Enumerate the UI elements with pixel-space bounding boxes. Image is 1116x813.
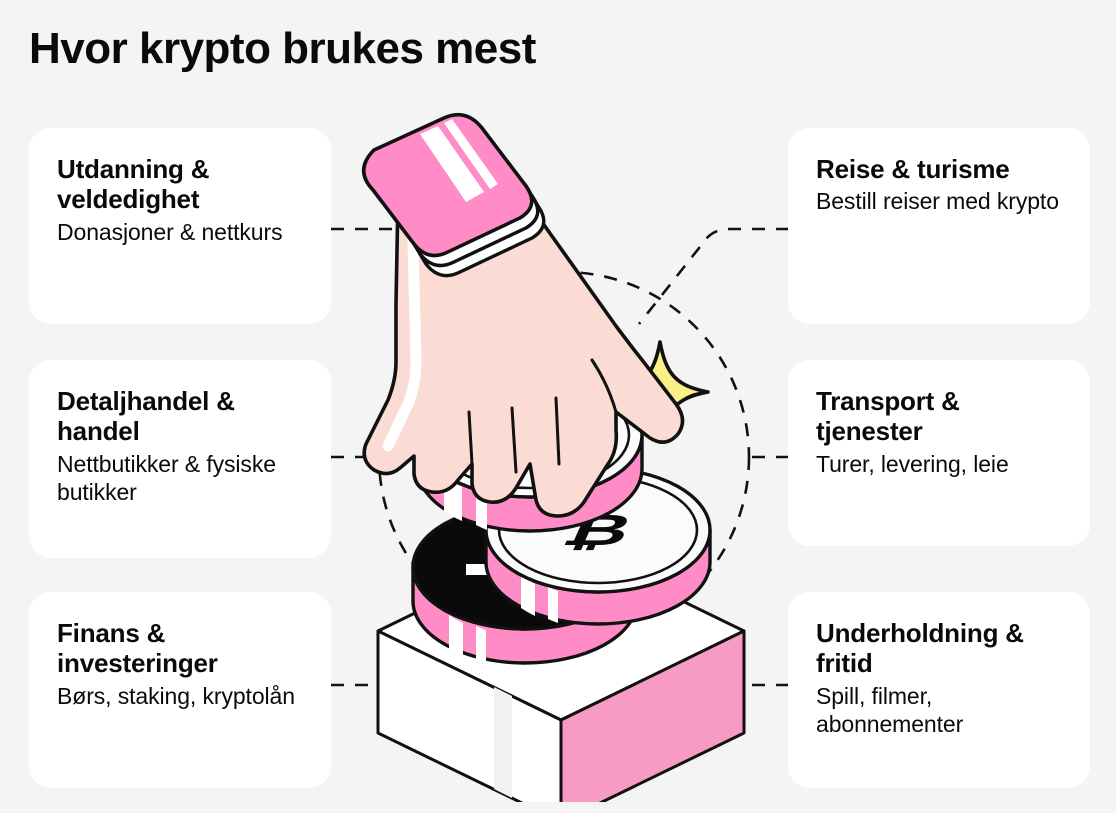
box-left-stripe <box>494 687 512 798</box>
finger-line-1 <box>467 410 474 466</box>
card-description: Bestill reiser med krypto <box>816 188 1059 215</box>
connector-top-right <box>637 227 789 325</box>
card-underholdning[interactable]: Underholdning & fritid Spill, filmer, ab… <box>788 592 1090 788</box>
sleeve-cuff <box>361 112 546 278</box>
card-title: Finans & investeringer <box>57 618 218 679</box>
knuckle-line <box>590 358 618 414</box>
card-utdanning[interactable]: Utdanning & veldedighet Donasjoner & net… <box>29 128 331 324</box>
card-description: Turer, levering, leie <box>816 450 1009 477</box>
crypto-illustration: ₿ <box>316 112 804 802</box>
card-description: Nettbutikker & fysiske butikker <box>57 450 276 505</box>
finger-line-2 <box>510 406 518 474</box>
card-transport[interactable]: Transport & tjenester Turer, levering, l… <box>788 360 1090 546</box>
card-reise[interactable]: Reise & turisme Bestill reiser med krypt… <box>788 128 1090 324</box>
card-title: Utdanning & veldedighet <box>57 154 210 215</box>
pointing-hand <box>361 112 685 518</box>
page-title: Hvor krypto brukes mest <box>29 24 536 73</box>
card-title: Detaljhandel & handel <box>57 386 235 447</box>
finger-line-3 <box>554 396 561 466</box>
card-title: Transport & tjenester <box>816 386 960 447</box>
card-description: Donasjoner & nettkurs <box>57 218 283 245</box>
box-right-face <box>559 629 746 802</box>
card-title: Reise & turisme <box>816 154 1010 184</box>
card-description: Børs, staking, kryptolån <box>57 682 295 709</box>
card-finans[interactable]: Finans & investeringer Børs, staking, kr… <box>29 592 331 788</box>
card-title: Underholdning & fritid <box>816 618 1024 679</box>
card-description: Spill, filmer, abonnementer <box>816 682 964 737</box>
card-detaljhandel[interactable]: Detaljhandel & handel Nettbutikker & fys… <box>29 360 331 558</box>
